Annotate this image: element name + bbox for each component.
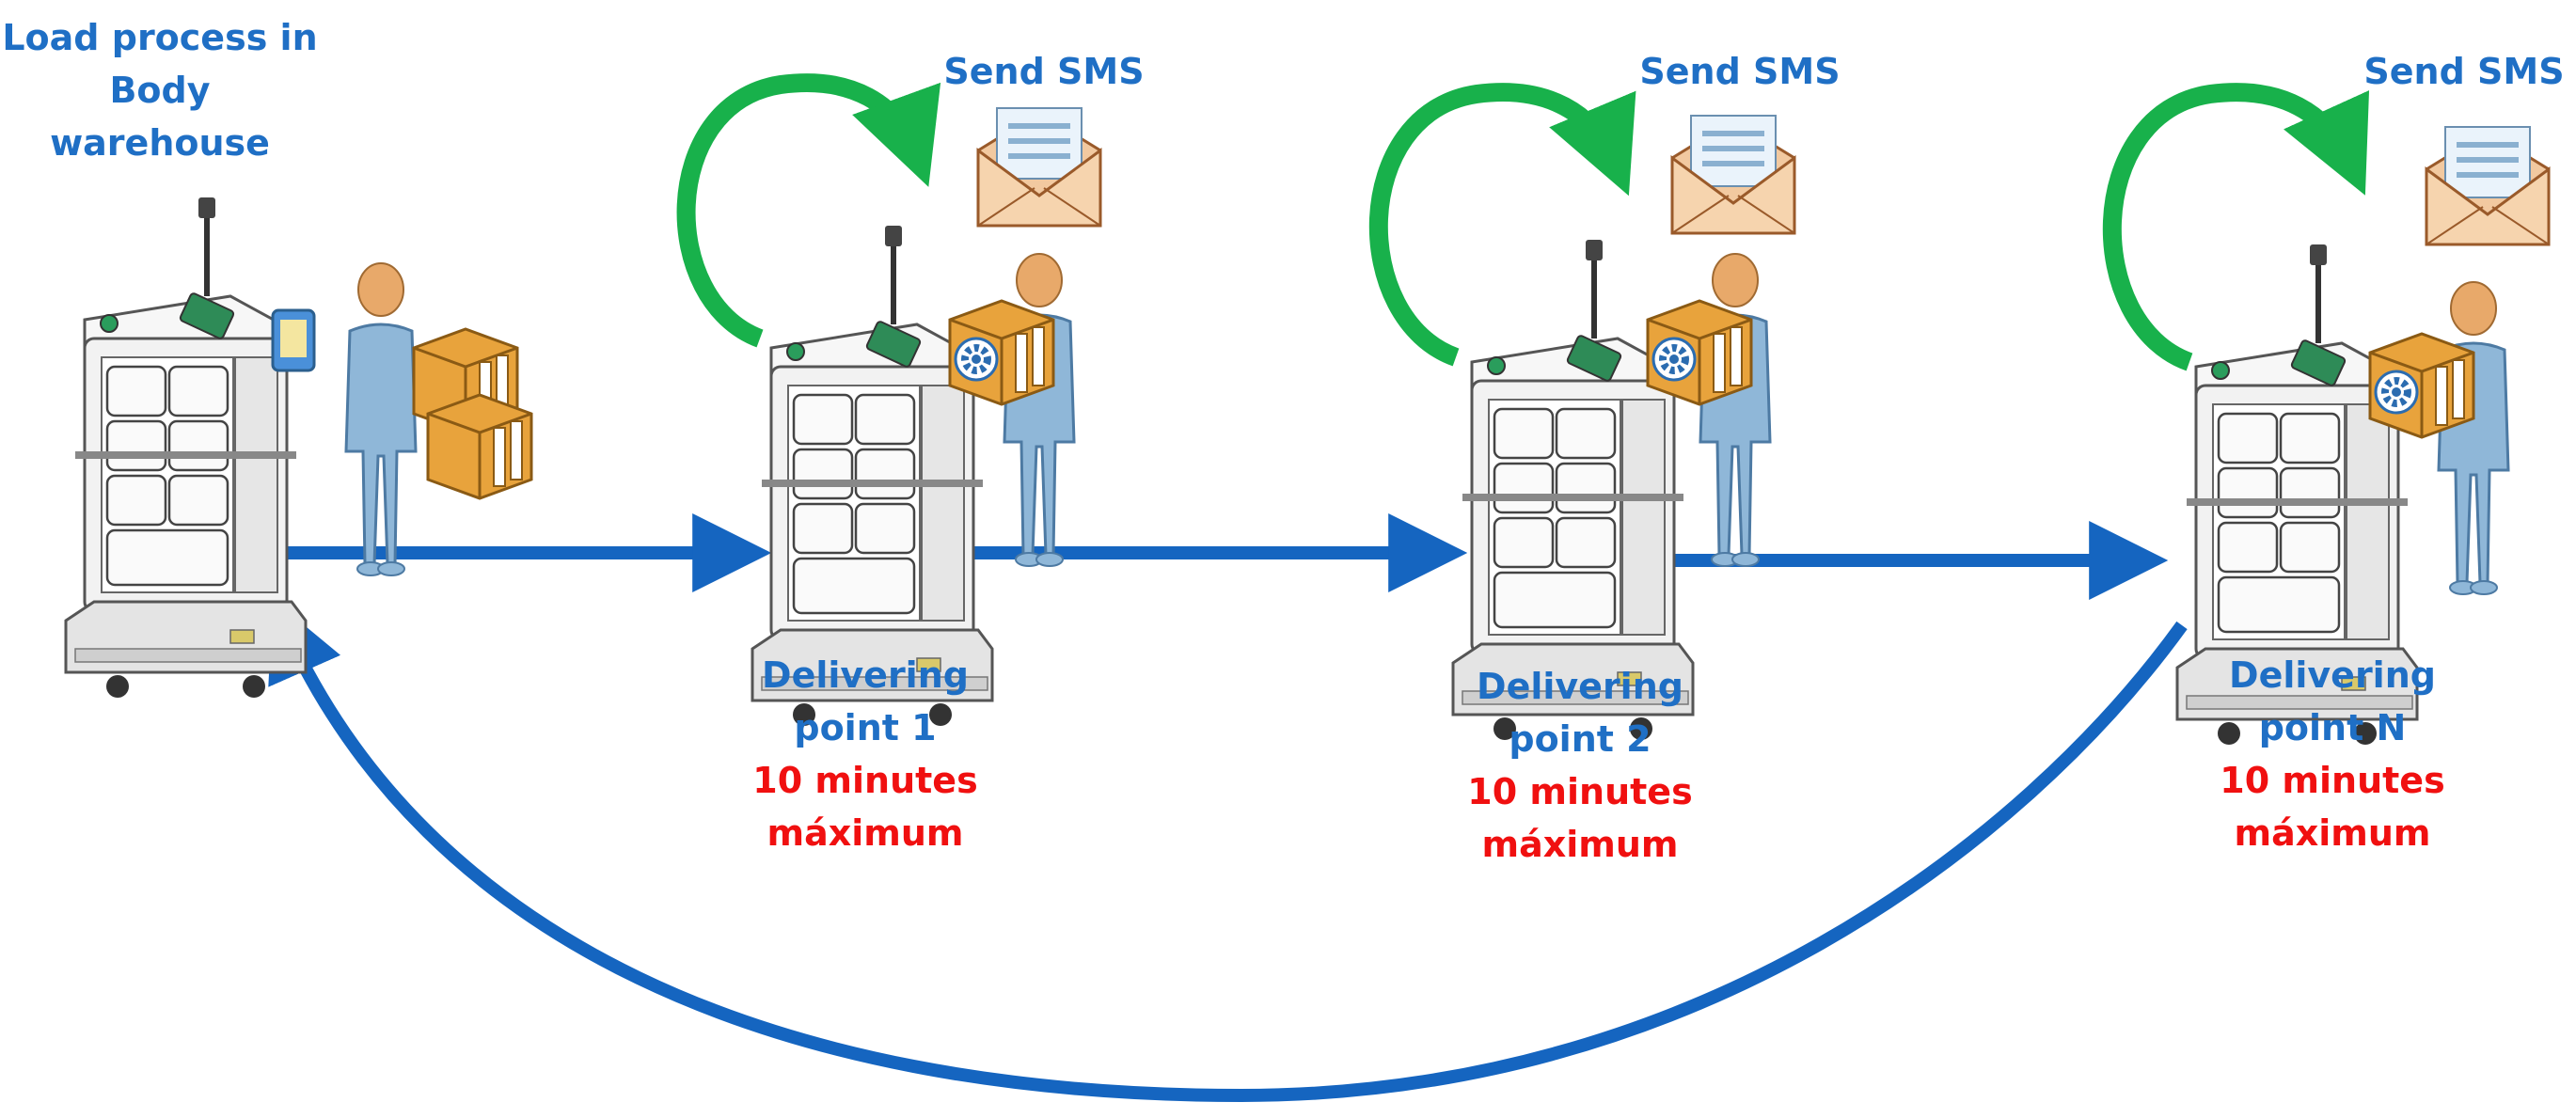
package-icon [426,393,533,500]
stop-label-line: point 2 [1509,718,1651,760]
stop-label-line: Delivering [1477,666,1683,707]
stop-label-line: point 1 [794,707,937,748]
start-label-line: Load process in [2,17,318,58]
package-icon [1648,301,1751,404]
send-sms-label: Send SMS [2363,51,2565,92]
package-icon [950,301,1053,404]
stop-2-label: Delivering point 2 10 minutes máximum [1439,660,1721,871]
send-sms-label: Send SMS [943,51,1145,92]
envelope-icon [978,108,1100,226]
stop-time-line: máximum [766,812,964,854]
loop-arrow-icon [1369,83,1636,367]
start-label: Load process in Body warehouse [0,11,320,169]
envelope-icon [1672,116,1794,233]
envelope-icon [2426,127,2549,244]
person-icon [344,261,418,577]
stop-label-line: Delivering [2229,654,2436,696]
stop-label-line: point N [2258,707,2407,748]
stop-time-line: 10 minutes [1467,771,1693,812]
stop-time-line: máximum [2234,812,2431,854]
person-icon [2437,280,2510,596]
loop-arrow-icon [2103,83,2369,371]
stop-time-line: 10 minutes [752,760,978,801]
stop-1-label: Delivering point 1 10 minutes máximum [724,649,1006,859]
stop-time-line: máximum [1481,824,1679,865]
package-icon [2370,334,2473,437]
person-icon [1699,252,1772,568]
return-arrow [268,598,2188,1103]
send-sms-label: Send SMS [1639,51,1841,92]
loop-arrow-icon [676,73,941,348]
scanner-icon [271,308,316,372]
stop-label-line: Delivering [762,654,969,696]
stop-time-line: 10 minutes [2220,760,2445,801]
start-label-line: Body [109,70,211,111]
start-label-line: warehouse [50,122,270,164]
stop-n-label: Delivering point N 10 minutes máximum [2191,649,2473,859]
person-icon [1003,252,1076,568]
delivery-robot-icon [66,197,306,698]
